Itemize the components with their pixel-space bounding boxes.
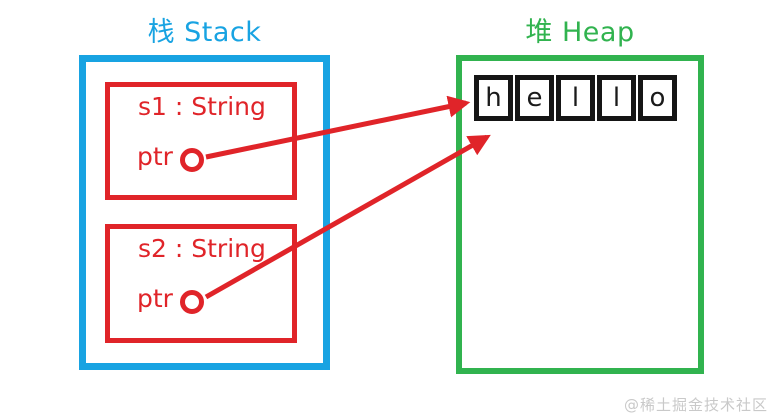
frame-s2-name: s2 : String — [138, 234, 266, 263]
heap-cell: l — [556, 75, 595, 121]
watermark: @稀土掘金技术社区 — [623, 396, 768, 414]
frame-s2-ptr-label: ptr — [137, 284, 173, 313]
heap-cell: h — [474, 75, 513, 121]
stack-frame-s2: s2 : String ptr — [105, 224, 297, 343]
stack-frame-s1: s1 : String ptr — [105, 82, 297, 200]
heap-cell: l — [597, 75, 636, 121]
heap-cell: o — [638, 75, 677, 121]
heap-cell: e — [515, 75, 554, 121]
frame-s1-name: s1 : String — [138, 92, 266, 121]
heap-cells-row: h e l l o — [474, 75, 677, 121]
stack-title: 栈 Stack — [147, 17, 262, 48]
heap-title: 堆 Heap — [525, 17, 635, 48]
frame-s1-ptr-label: ptr — [137, 142, 173, 171]
